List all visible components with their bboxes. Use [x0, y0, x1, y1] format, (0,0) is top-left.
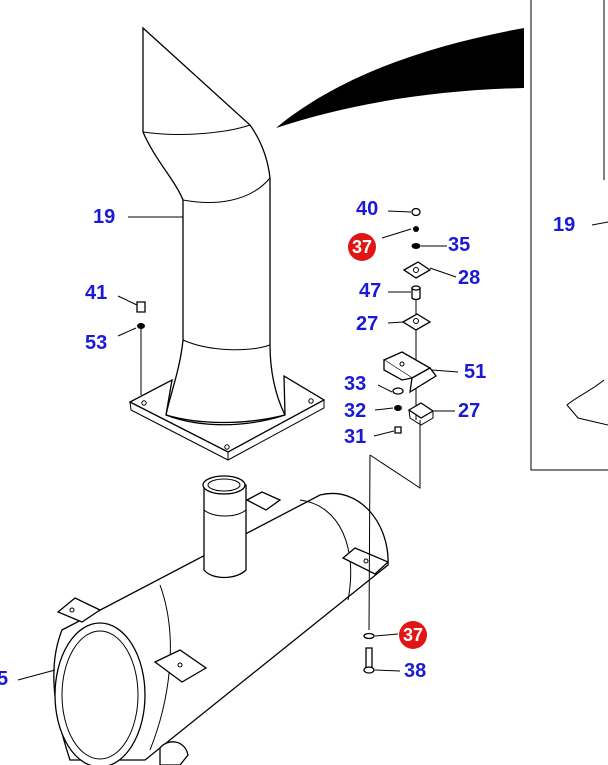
hardware-stack — [136, 207, 437, 674]
callout-51: 51 — [464, 361, 487, 383]
callout-27: 27 — [356, 313, 379, 335]
engine-cover-edge — [276, 28, 524, 128]
callout-28: 28 — [458, 267, 481, 289]
callout-19: 19 — [93, 206, 116, 228]
muffler — [53, 475, 390, 765]
callout-38: 38 — [404, 660, 427, 682]
inset-frame — [530, 0, 608, 471]
leader-lines — [17, 210, 459, 681]
callout-40: 40 — [356, 198, 379, 220]
callout-32: 32 — [344, 400, 367, 422]
exhaust-tail-pipe — [128, 26, 326, 461]
callout-31: 31 — [344, 426, 367, 448]
callout-53: 53 — [85, 332, 108, 354]
callout-37-red: 37 — [348, 233, 376, 261]
assembly-centerline — [368, 300, 421, 631]
callout-41: 41 — [85, 282, 108, 304]
callout-33: 33 — [344, 373, 367, 395]
callout-47: 47 — [359, 280, 382, 302]
callout-19-inset: 19 — [553, 214, 576, 236]
callout-35: 35 — [448, 234, 471, 256]
callout-5: 5 — [0, 668, 9, 690]
callout-37-red-lower: 37 — [399, 621, 427, 649]
callout-27-lower: 27 — [458, 400, 481, 422]
